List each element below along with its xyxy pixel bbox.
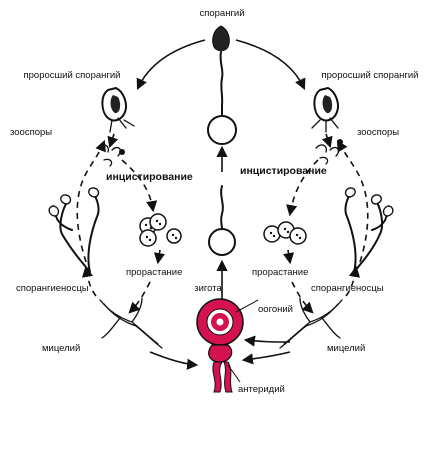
arrow-right-sporangium-to-zoospores bbox=[321, 133, 333, 149]
arrow-left-sporangium-to-zoospores bbox=[107, 133, 119, 149]
arrow-left-mycelium-up bbox=[81, 265, 97, 297]
cysts-left-icon bbox=[139, 213, 182, 247]
sprouted-sporangium-left-icon bbox=[101, 87, 135, 133]
label-encystment-left: инцистирование bbox=[106, 171, 193, 183]
sporangiophores-left-icon bbox=[48, 187, 100, 273]
arrow-top-left bbox=[136, 39, 206, 91]
germinating-zygote-icon bbox=[208, 185, 236, 256]
arrow-left-germination-to-mycelium bbox=[128, 281, 151, 314]
label-sporangiophores-right: спорангиеносцы bbox=[311, 283, 384, 294]
label-zoospores-left: зооспоры bbox=[10, 127, 52, 138]
label-germination-right: прорастание bbox=[252, 267, 308, 278]
oogonium-pointer bbox=[235, 299, 259, 313]
sprouted-sporangium-right-icon bbox=[311, 87, 339, 133]
sporangiophores-right-icon bbox=[344, 187, 394, 273]
label-sprouted-sporangium-left: проросший спорангий bbox=[24, 70, 121, 81]
label-mycelium-left: мицелий bbox=[42, 343, 80, 354]
zoospores-right-icon bbox=[315, 139, 343, 165]
arrow-right-mycelium-to-oogonium-lower bbox=[241, 351, 291, 365]
cysts-right-icon bbox=[263, 221, 307, 245]
label-mycelium-right: мицелий bbox=[327, 343, 365, 354]
label-antheridium: антеридий bbox=[238, 384, 285, 395]
arrow-right-cysts-down bbox=[283, 249, 295, 265]
label-zoospores-right: зооспоры bbox=[357, 127, 399, 138]
mycelium-left-icon bbox=[99, 297, 163, 349]
arrow-right-mycelium-up bbox=[345, 265, 361, 297]
arrow-left-mycelium-to-oogonium bbox=[149, 351, 199, 370]
arrow-right-mycelium-to-oogonium-upper bbox=[243, 335, 291, 347]
label-zygote: зигота bbox=[194, 283, 222, 294]
zoospores-left-icon bbox=[97, 144, 125, 167]
arrow-right-germination-to-mycelium bbox=[291, 281, 314, 314]
arrow-left-zoospores-to-cysts bbox=[121, 159, 158, 213]
antheridium-pointer bbox=[227, 364, 241, 383]
arrow-top-right bbox=[235, 39, 306, 91]
label-oogonium: оогоний bbox=[258, 304, 293, 315]
swelling-upper-icon bbox=[207, 115, 237, 145]
arrow-left-curve-up bbox=[76, 139, 106, 263]
label-sporangiophores-left: спорангиеносцы bbox=[16, 283, 89, 294]
label-sporangium: спорангий bbox=[199, 8, 244, 19]
label-sprouted-sporangium-right: проросший спорангий bbox=[322, 70, 419, 81]
arrow-right-curve-up bbox=[336, 140, 369, 263]
arrow-left-cysts-down bbox=[153, 249, 165, 265]
oogonium-icon bbox=[196, 298, 244, 393]
label-germination-left: прорастание bbox=[126, 267, 182, 278]
arrow-right-zoospores-to-cysts bbox=[286, 159, 319, 217]
sporangium-icon bbox=[212, 25, 230, 117]
label-encystment-right: инцистирование bbox=[240, 165, 327, 177]
